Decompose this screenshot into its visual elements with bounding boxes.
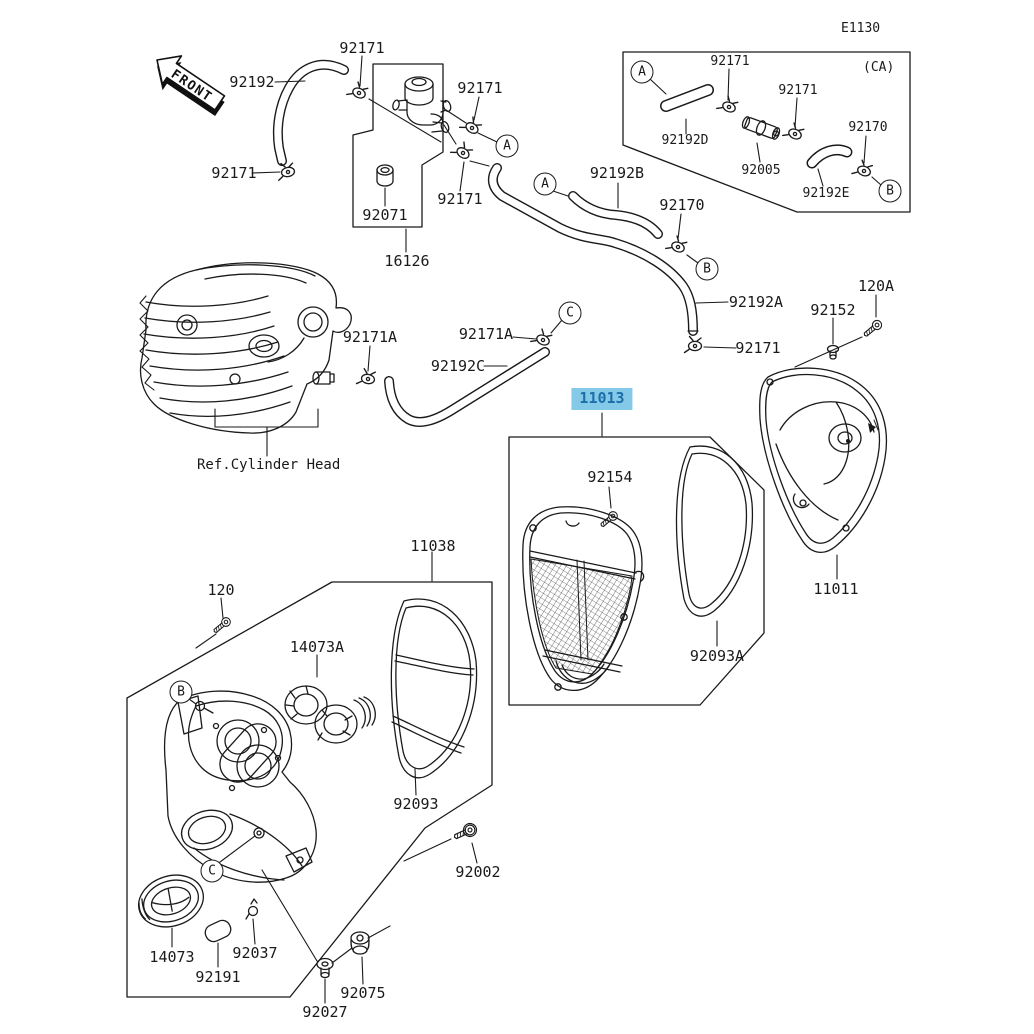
screw-120: [211, 615, 233, 636]
part-label-92027[interactable]: 92027: [302, 1003, 348, 1021]
collar-92027: [316, 957, 334, 979]
part-label-120[interactable]: 120: [207, 581, 235, 599]
marker-A-ca: A: [630, 60, 654, 84]
head-nipple: [312, 371, 335, 385]
valve-16126-box: [352, 63, 444, 228]
intake-duct-14073: [138, 874, 204, 928]
part-label-92192B[interactable]: 92192B: [589, 164, 645, 182]
front-arrow: FRONT: [156, 55, 226, 117]
part-label-92071[interactable]: 92071: [362, 206, 408, 224]
element-11013-box: [508, 436, 765, 706]
part-label-92192E[interactable]: 92192E: [802, 186, 850, 201]
hose-92192B: [568, 191, 663, 239]
part-label-92171-3[interactable]: 92171: [457, 79, 503, 97]
hose-92192A: [487, 163, 699, 336]
air-cleaner-housing: [163, 690, 317, 883]
part-label-92093[interactable]: 92093: [393, 795, 439, 813]
intake-duct-14073A: [284, 685, 376, 744]
part-label-11011[interactable]: 11011: [813, 580, 859, 598]
part-label-92093A[interactable]: 92093A: [689, 647, 745, 665]
marker-B-1: B: [695, 257, 719, 281]
air-cleaner-cover-11011: [759, 367, 888, 554]
part-label-92171-2[interactable]: 92171: [211, 164, 257, 182]
screw-92154: [598, 509, 620, 530]
part-label-92037[interactable]: 92037: [232, 944, 278, 962]
leader-lines: [171, 55, 882, 1004]
region-label: (CA): [863, 60, 895, 75]
hose-92192D: [660, 84, 714, 112]
part-label-92171A-1[interactable]: 92171A: [342, 328, 398, 346]
part-label-92171-1[interactable]: 92171: [339, 39, 385, 57]
ca-variant-box: [622, 51, 911, 213]
marker-A-2: A: [533, 172, 557, 196]
part-label-92075[interactable]: 92075: [340, 984, 386, 1002]
part-label-92005[interactable]: 92005: [741, 163, 781, 178]
screw-120A: [861, 317, 885, 340]
part-label-92192C[interactable]: 92192C: [430, 357, 486, 375]
marker-B-ca: B: [878, 179, 902, 203]
hose-92192: [272, 59, 349, 166]
part-label-92191[interactable]: 92191: [195, 968, 241, 986]
part-label-120A[interactable]: 120A: [857, 277, 895, 295]
part-label-92002[interactable]: 92002: [455, 863, 501, 881]
part-label-92192[interactable]: 92192: [229, 73, 275, 91]
part-label-92170-ca[interactable]: 92170: [848, 120, 888, 135]
hose-92192E: [806, 144, 853, 169]
part-label-92170[interactable]: 92170: [659, 196, 705, 214]
part-label-92171-4[interactable]: 92171: [437, 190, 483, 208]
grommet-92075: [350, 931, 370, 955]
reference-note: Ref.Cylinder Head: [197, 457, 341, 473]
part-label-92171A-2[interactable]: 92171A: [458, 325, 514, 343]
part-label-14073[interactable]: 14073: [149, 948, 195, 966]
part-label-16126[interactable]: 16126: [384, 252, 430, 270]
part-label-14073A[interactable]: 14073A: [289, 638, 345, 656]
screw-92002: [451, 822, 478, 843]
part-label-92171-ca2[interactable]: 92171: [778, 83, 818, 98]
marker-C-2: C: [200, 859, 224, 883]
part-label-92152[interactable]: 92152: [810, 301, 856, 319]
gasket-92093: [390, 598, 478, 779]
plug-92191: [204, 919, 232, 943]
gasket-92093A: [675, 445, 754, 617]
grommet-92071: [376, 164, 394, 187]
vacuum-valve-16126: [392, 76, 452, 133]
valve-92005: [741, 116, 781, 140]
cylinder-head: [139, 262, 352, 434]
marker-A-1: A: [495, 134, 519, 158]
part-label-92192D[interactable]: 92192D: [661, 133, 709, 148]
part-label-92171-5[interactable]: 92171: [735, 339, 781, 357]
filter-element-11013: [522, 506, 645, 692]
hose-92192C: [384, 347, 550, 427]
part-label-92192A[interactable]: 92192A: [728, 293, 784, 311]
clamp-92037: [245, 898, 259, 920]
part-label-92154[interactable]: 92154: [587, 468, 633, 486]
part-label-11013[interactable]: 11013: [571, 388, 633, 410]
part-label-11038[interactable]: 11038: [410, 537, 456, 555]
marker-B-2: B: [169, 680, 193, 704]
housing-11038-box: [126, 581, 493, 998]
marker-C-1: C: [558, 301, 582, 325]
diagram-code: E1130: [841, 21, 881, 36]
part-label-92171-ca1[interactable]: 92171: [710, 54, 750, 69]
